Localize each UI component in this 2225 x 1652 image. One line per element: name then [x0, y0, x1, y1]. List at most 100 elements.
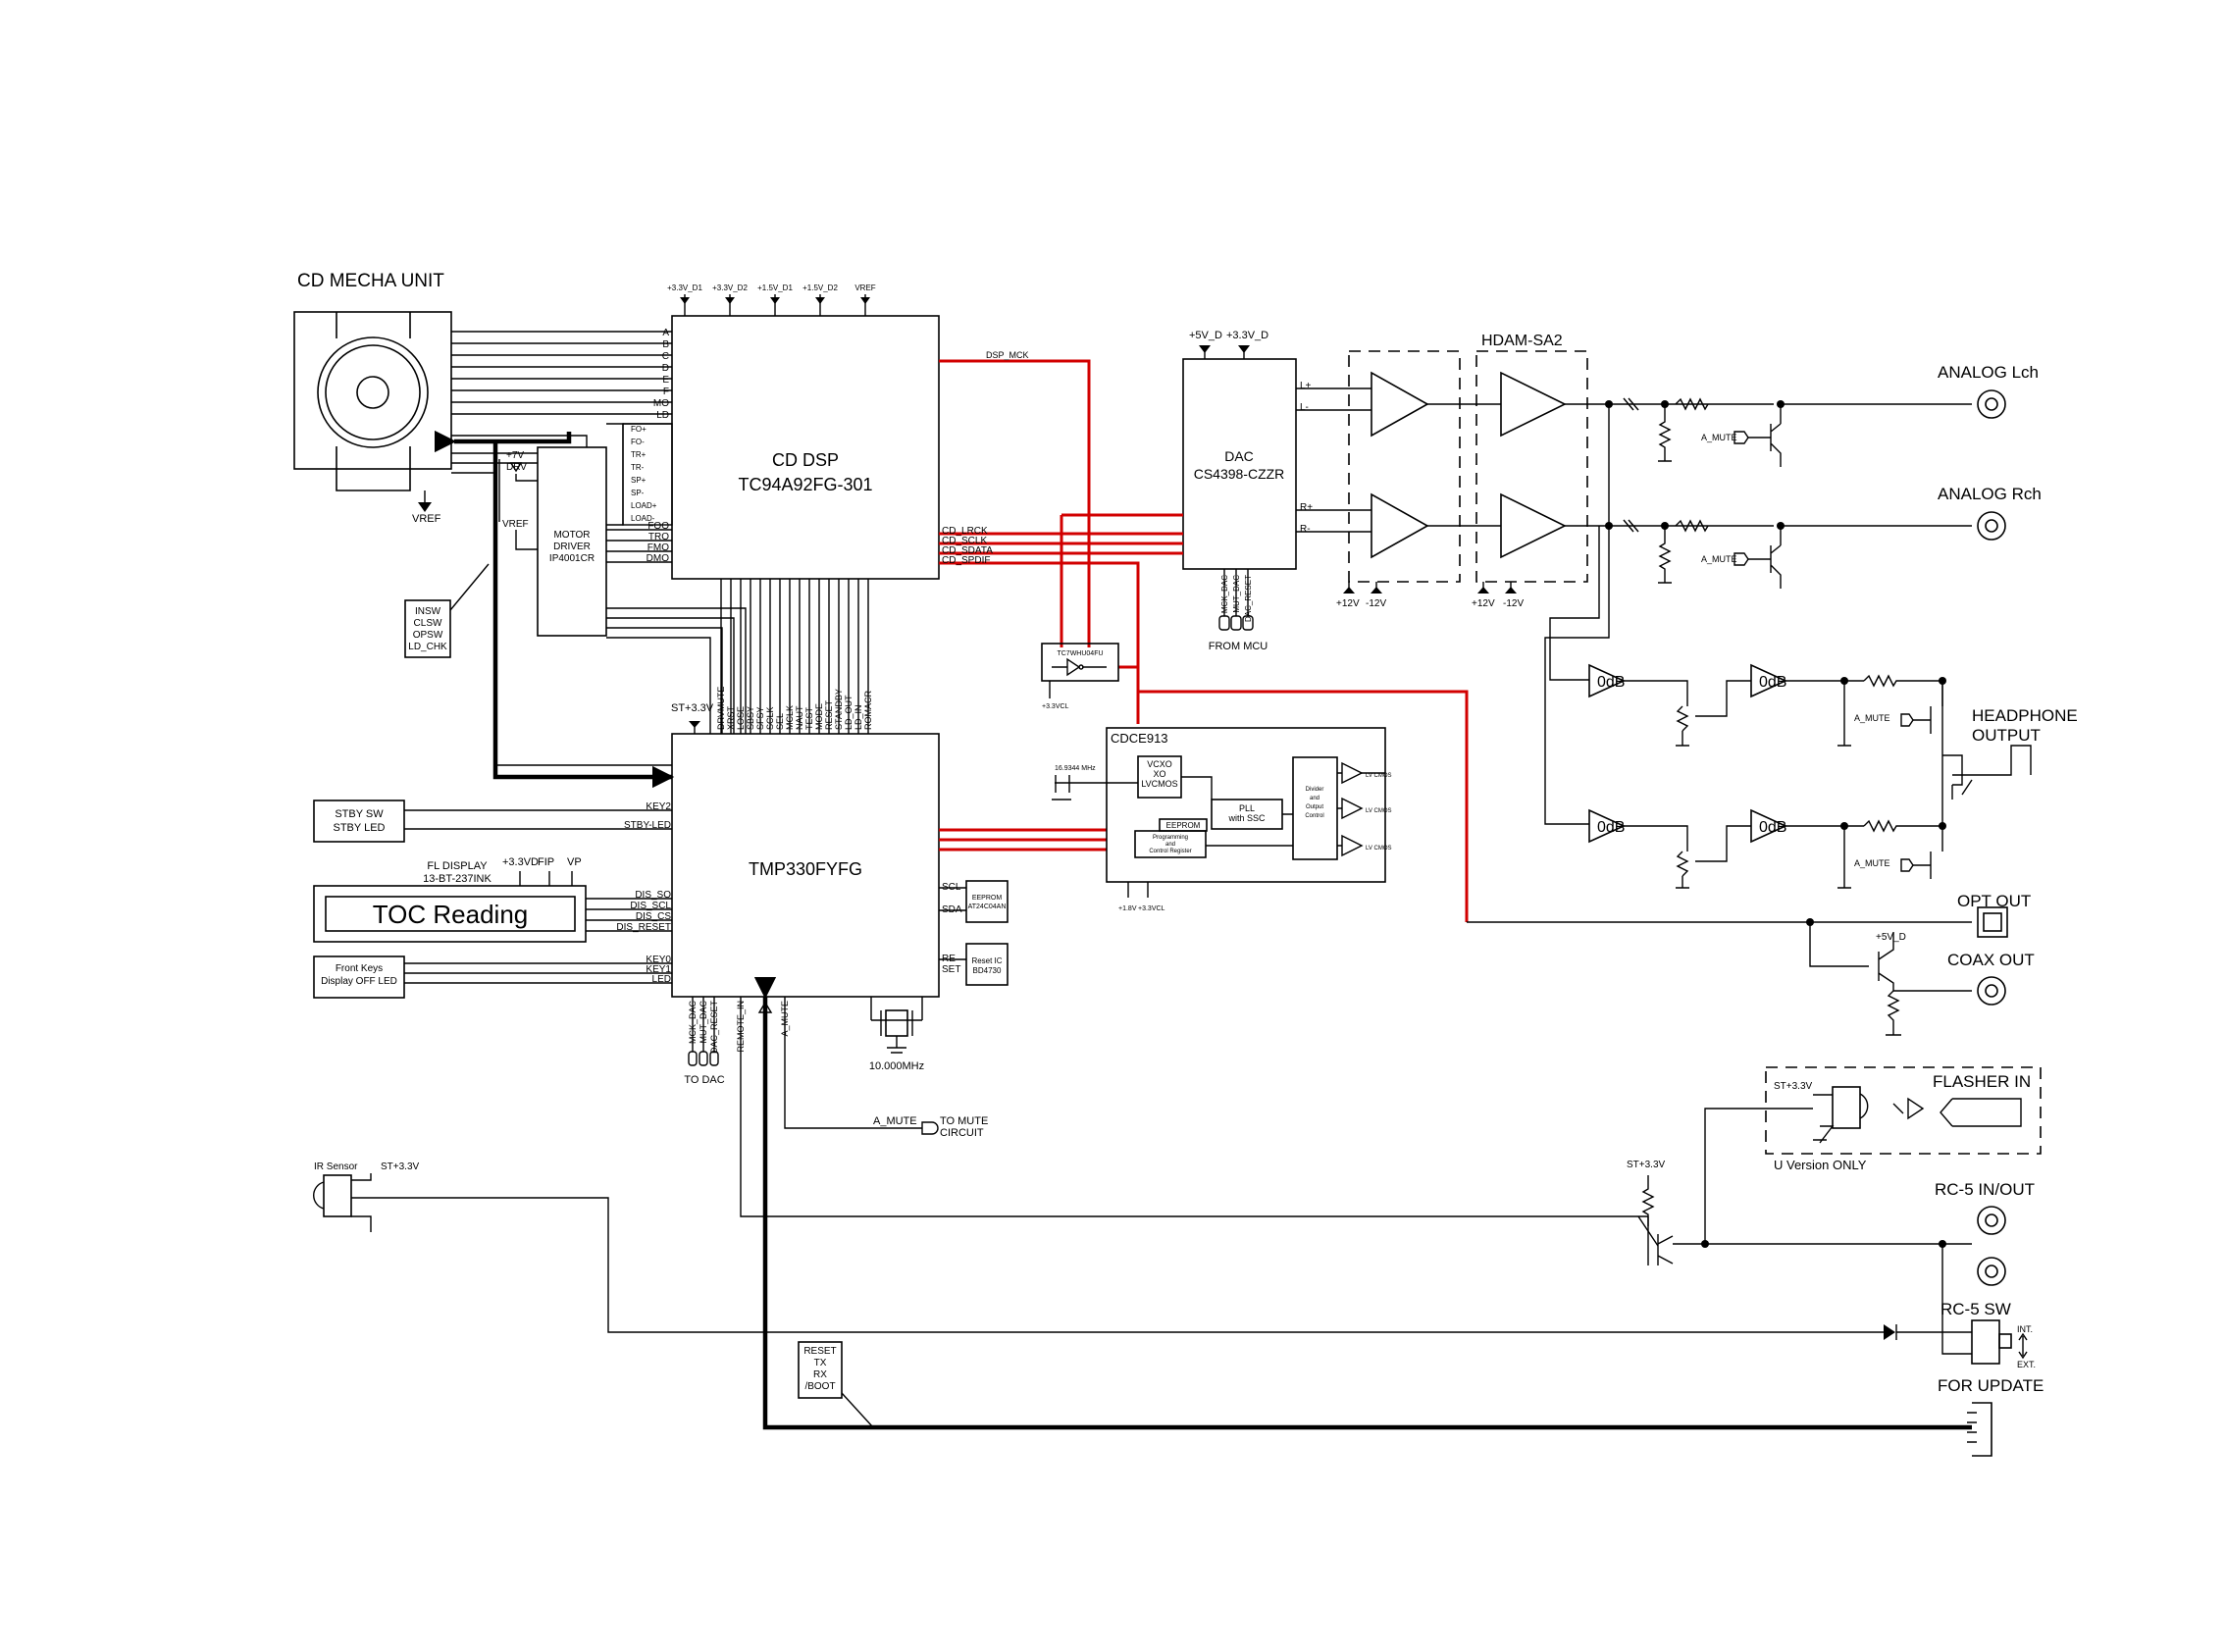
dsp-mck-label: DSP_MCK: [986, 350, 1029, 360]
hdam-rail-n: -12V: [1503, 598, 1524, 609]
dsp-bus-label: TEST: [804, 706, 814, 730]
dsp-rail-arrow: [860, 297, 870, 304]
mcu-left-pin: STBY-LED: [624, 820, 671, 831]
mcu-left-pin: LED: [652, 974, 671, 985]
analog-output-circuits: A_MUTE ANALOG Lch A_MUTE ANALOG Rch: [1605, 363, 2042, 589]
mecha-pin-lines: [451, 331, 672, 415]
dsp-rail-label: VREF: [854, 284, 875, 292]
dsp-bus-label: RESET: [824, 699, 834, 730]
cdce-rail-18: +1.8V: [1118, 905, 1137, 912]
cdce-out2: LV CMOS: [1366, 808, 1392, 814]
hp-mute-2: A_MUTE: [1854, 858, 1890, 868]
update-connector: FOR UPDATE: [1938, 1376, 2044, 1457]
md-in-label: DMO: [647, 553, 670, 564]
dsp-bus-label: SFSY: [755, 706, 765, 730]
cd-dsp-title: CD DSP: [772, 450, 839, 470]
dac-title: DAC: [1224, 448, 1254, 464]
buffer-rail: +3.3VCL: [1042, 703, 1069, 710]
mcu-left-pin: KEY2: [646, 801, 671, 812]
dsp-rail-label: +1.5V_D2: [802, 284, 838, 292]
u-version-label: U Version ONLY: [1774, 1158, 1867, 1172]
ir-sensor: IR Sensor ST+3.3V: [313, 1162, 1897, 1340]
mcu-left-pin: DIS_RESET: [616, 922, 671, 933]
ir-label: IR Sensor: [314, 1162, 358, 1172]
digital-outputs: OPT OUT +5V_D COAX OUT: [1467, 892, 2035, 1036]
dac-mcu-pin: DAC_RESET: [1244, 575, 1253, 622]
cdce-xtal: 16.9344 MHz: [1055, 765, 1096, 772]
dsp-bus-label: SEL: [775, 713, 785, 730]
a-mute-r: A_MUTE: [1701, 554, 1737, 564]
analog-l-label: ANALOG Lch: [1938, 363, 2039, 382]
dsp-out-label: CD_SPDIF: [942, 555, 990, 566]
coax-label: COAX OUT: [1947, 951, 2035, 969]
md-mcu-line: [606, 617, 735, 734]
dac-out-rm: R-: [1300, 524, 1311, 535]
dsp-rail-label: +3.3V_D2: [712, 284, 748, 292]
dsp-bus-label: LD_OUT: [844, 695, 854, 730]
dac-out-lp: L+: [1300, 381, 1312, 391]
dsp-bus-label: SBSY: [746, 706, 755, 730]
md-out-label: LOAD-: [631, 514, 655, 523]
mute-signal: A_MUTE: [873, 1115, 917, 1127]
update-bus: [753, 976, 1972, 1430]
dac-mcu-pin: MCK_DAC: [1220, 575, 1229, 613]
cdce-eeprom: EEPROM: [1166, 821, 1201, 830]
cdce-title: CDCE913: [1111, 731, 1168, 746]
mecha-pin-label: LD: [656, 410, 669, 421]
md-mcu-line: [606, 637, 711, 734]
hp-gain-1: 0dB: [1597, 674, 1625, 691]
dsp-rail-arrow: [815, 297, 825, 304]
dsp-bus-label: NAUT: [795, 705, 804, 730]
drv-vref: VREF: [502, 519, 529, 530]
coax-rail: +5V_D: [1876, 932, 1906, 943]
mecha-pin-label: MO: [653, 398, 669, 409]
dac-rail-5v: +5V_D: [1189, 330, 1222, 341]
mcu-left-pin: DIS_SO: [635, 890, 671, 901]
rc5-circuit: ST+3.3V RC-5 IN/OUT RC-5 SW INT. EXT.: [1627, 1160, 2036, 1369]
dsp-out-label: CD_LRCK: [942, 526, 988, 537]
dsp-bus-label: LOSE: [736, 706, 746, 730]
mcu-left-pin: KEY0: [646, 955, 671, 965]
md-out-label: SP+: [631, 476, 647, 485]
md-out-label: LOAD+: [631, 501, 657, 510]
motor-driver-outputs: FO+FO-TR+TR-SP+SP-LOAD+LOAD-: [631, 425, 657, 523]
flasher-in: ST+3.3V FLASHER IN U Version ONLY: [1704, 1066, 2042, 1244]
mcu-part: TMP330FYFG: [749, 859, 862, 879]
cd-mecha-title: CD MECHA UNIT: [297, 271, 444, 291]
cdce-out3: LV CMOS: [1366, 846, 1392, 852]
to-dac-label: TO DAC: [684, 1074, 724, 1086]
mcu-block: TMP330FYFG ST+3.3V: [671, 702, 940, 998]
md-in-label: TRO: [648, 532, 669, 542]
dsp-bus-label: XRST: [726, 705, 736, 730]
md-out-label: TR-: [631, 463, 645, 472]
clock-buffer: TC7WHU04FU +3.3VCL: [1041, 643, 1119, 710]
dsp-out-label: CD_SCLK: [942, 536, 987, 546]
cdce-rail-33: +3.3VCL: [1138, 905, 1165, 912]
cd-dsp-part: TC94A92FG-301: [738, 475, 872, 494]
md-in-label: FOO: [647, 521, 669, 532]
ir-rail: ST+3.3V: [381, 1162, 420, 1172]
update-label: FOR UPDATE: [1938, 1376, 2044, 1395]
md-in-label: FMO: [647, 542, 669, 553]
mecha-pin-label: D: [662, 363, 669, 374]
